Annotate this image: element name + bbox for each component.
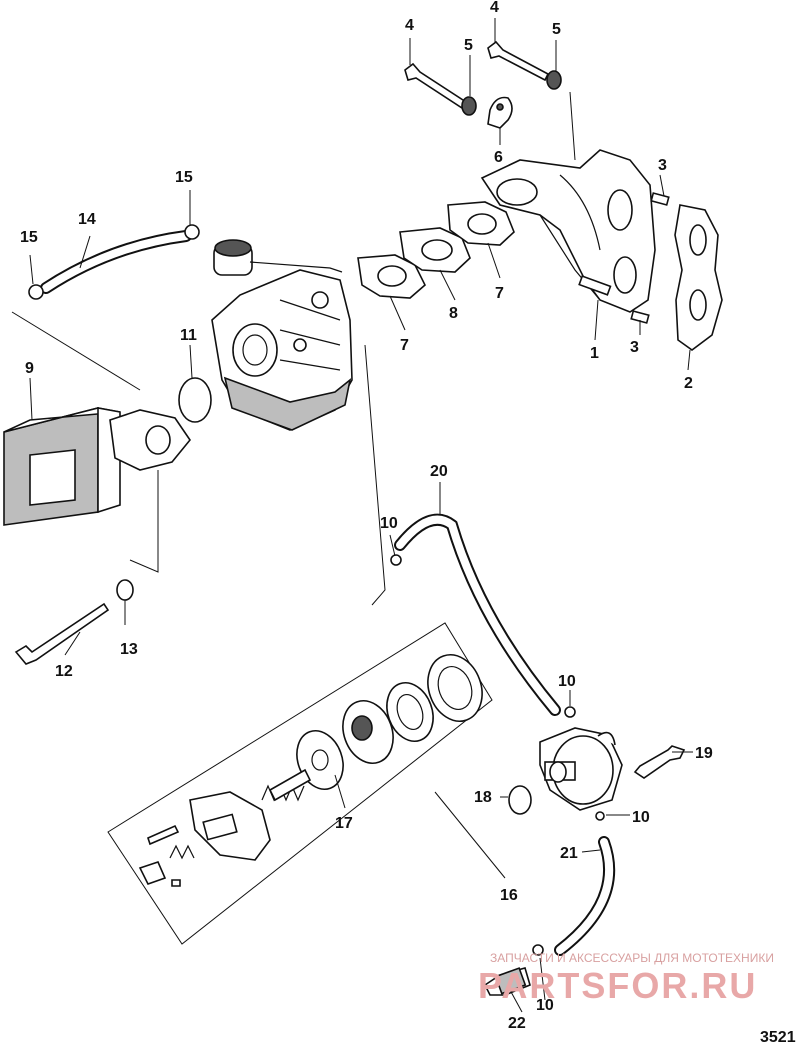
fuel-pump xyxy=(539,727,623,811)
callout-7-left: 7 xyxy=(400,337,409,354)
leader-lines xyxy=(11,18,693,1013)
callout-13: 13 xyxy=(120,641,138,658)
carburetor-gasket-outer xyxy=(357,254,426,299)
vent-hose xyxy=(40,230,192,294)
callout-19: 19 xyxy=(695,745,713,762)
filter-clip xyxy=(532,944,544,956)
callout-15-left: 15 xyxy=(20,229,38,246)
callout-3-top: 3 xyxy=(658,157,667,174)
cable-clamp xyxy=(487,96,513,129)
watermark-logo: PARTSFOR.RU xyxy=(478,965,757,1006)
fuel-hose-clip-outlet xyxy=(595,811,605,821)
washer-right xyxy=(546,70,562,90)
hose-clamp-right xyxy=(184,224,200,240)
callout-9: 9 xyxy=(25,360,34,377)
callout-11: 11 xyxy=(180,327,197,344)
manifold-gasket xyxy=(674,204,723,351)
callout-21: 21 xyxy=(560,845,578,862)
pump-screw xyxy=(633,745,686,779)
hose-clamp-left xyxy=(28,284,44,300)
bolt-left xyxy=(404,62,468,110)
callout-14: 14 xyxy=(78,211,96,228)
fuel-filter xyxy=(483,967,531,996)
stud-bottom xyxy=(630,310,650,324)
callout-15-right: 15 xyxy=(175,169,193,186)
callout-20: 20 xyxy=(430,463,448,480)
callout-1: 1 xyxy=(590,345,599,362)
pump-kit-outline xyxy=(107,622,493,945)
callout-6: 6 xyxy=(494,149,503,166)
callout-5-left: 5 xyxy=(464,37,473,54)
callout-4-left: 4 xyxy=(405,17,414,34)
figure-number: 3521 xyxy=(760,1029,796,1046)
callout-4-right: 4 xyxy=(490,0,499,16)
callout-2: 2 xyxy=(684,375,693,392)
o-ring-large xyxy=(178,377,212,423)
callout-10-filter: 10 xyxy=(536,997,554,1014)
carburetor-gasket-inner xyxy=(447,201,515,246)
fuel-hose-clip-pump xyxy=(564,706,576,718)
callout-10-upper: 10 xyxy=(380,515,398,532)
callout-10-pump: 10 xyxy=(558,673,576,690)
callout-10-outlet: 10 xyxy=(632,809,650,826)
callout-12: 12 xyxy=(55,663,73,680)
callout-17: 17 xyxy=(335,815,353,832)
silencer-bolt xyxy=(14,602,110,665)
silencer-washer xyxy=(116,579,134,601)
intake-silencer xyxy=(3,406,191,526)
fuel-hose-lower xyxy=(554,836,616,956)
watermark-tagline: ЗАПЧАСТИ И АКСЕССУАРЫ ДЛЯ МОТОТЕХНИКИ xyxy=(490,951,774,965)
carburetor xyxy=(211,239,353,431)
callout-7-right: 7 xyxy=(495,285,504,302)
fuel-hose-upper xyxy=(394,513,561,716)
washer-left xyxy=(461,96,477,116)
bolt-right xyxy=(487,40,550,82)
callout-8: 8 xyxy=(449,305,458,322)
callout-18: 18 xyxy=(474,789,492,806)
intake-manifold xyxy=(480,149,656,313)
callout-5-right: 5 xyxy=(552,21,561,38)
pump-o-ring xyxy=(508,785,532,815)
callout-22: 22 xyxy=(508,1015,526,1032)
pump-kit-parts xyxy=(138,654,483,887)
spacer-plate xyxy=(399,227,471,273)
callout-3-bottom: 3 xyxy=(630,339,639,356)
callout-16: 16 xyxy=(500,887,518,904)
fuel-hose-clip-upper xyxy=(390,554,402,566)
stud-top xyxy=(650,192,670,206)
